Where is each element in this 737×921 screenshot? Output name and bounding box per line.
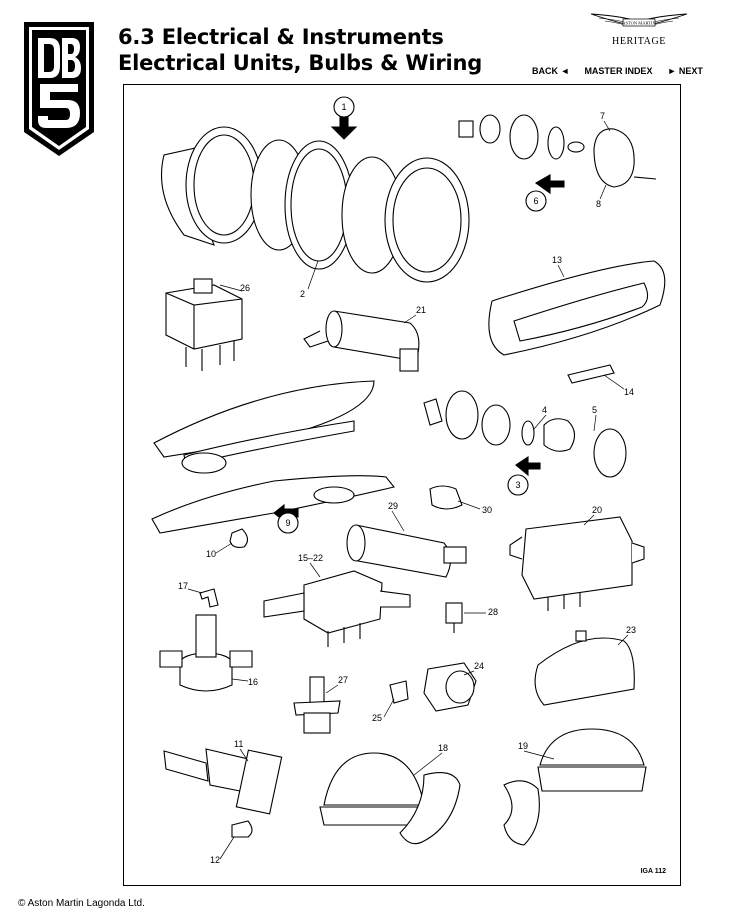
switch-24-illustration (423, 662, 477, 712)
part-label-17: 17 (178, 581, 188, 591)
next-link[interactable]: ► NEXT (667, 66, 703, 76)
headlamp-assembly-illustration (161, 112, 470, 283)
part-label-10: 10 (206, 549, 216, 559)
master-index-link[interactable]: MASTER INDEX (584, 66, 653, 76)
brand-logo-text: ASTON MARTIN (622, 21, 656, 26)
part-label-7: 7 (600, 111, 605, 121)
instrument-panel-illustration (151, 380, 395, 534)
part-label-12: 12 (210, 855, 220, 865)
callout-circles (277, 96, 547, 534)
indicator-lamp-illustration (423, 390, 627, 478)
part-label-21: 21 (416, 305, 426, 315)
back-link[interactable]: BACK ◄ (532, 66, 570, 76)
festoon-bulb-illustration (567, 364, 615, 384)
part-label-25: 25 (372, 713, 382, 723)
part-label-29: 29 (388, 501, 398, 511)
part-label-30: 30 (482, 505, 492, 515)
part-label-8: 8 (596, 199, 601, 209)
part-label-15-22: 15–22 (298, 553, 323, 563)
part-label-20: 20 (592, 505, 602, 515)
elbow-connector-illustration (199, 588, 219, 608)
sender-unit-illustration (293, 676, 341, 734)
wiper-switch-illustration (163, 748, 283, 815)
small-bulb-illustration (229, 528, 249, 548)
side-lamp-illustration (458, 114, 657, 195)
db5-badge-logo (22, 20, 96, 158)
part-label-28: 28 (488, 607, 498, 617)
connector-25-illustration (389, 680, 409, 704)
capacitor-illustration (303, 310, 420, 372)
rear-lamp-lens-illustration (488, 260, 666, 356)
control-box-illustration (509, 516, 645, 611)
ignition-coil-illustration (346, 524, 467, 578)
part-label-19: 19 (518, 741, 528, 751)
horn-18-illustration (319, 752, 461, 845)
part-label-24: 24 (474, 661, 484, 671)
part-label-1: 1 (341, 102, 346, 112)
brand-block: ASTON MARTIN HERITAGE (580, 10, 698, 47)
part-label-13: 13 (552, 255, 562, 265)
part-label-2: 2 (300, 289, 305, 299)
starter-solenoid-illustration (159, 614, 253, 692)
section-title: 6.3 Electrical & Instruments (118, 25, 444, 49)
copyright-notice: © Aston Martin Lagonda Ltd. (18, 898, 145, 909)
bulb-12-illustration (231, 820, 253, 838)
part-label-18: 18 (438, 743, 448, 753)
leader-lines (187, 120, 629, 860)
relay-box-illustration (165, 278, 243, 371)
part-label-4: 4 (542, 405, 547, 415)
horn-relay-cover-illustration (534, 630, 635, 706)
pressure-switch-illustration (445, 602, 463, 633)
part-label-11: 11 (234, 739, 243, 749)
nav-bar: BACK ◄ MASTER INDEX ► NEXT (532, 66, 703, 76)
flasher-relay-illustration (263, 570, 411, 647)
aston-martin-wings-logo: ASTON MARTIN (590, 13, 688, 27)
title-block: 6.3 Electrical & Instruments Electrical … (118, 24, 482, 76)
part-label-3: 3 (515, 480, 520, 490)
page-subtitle: Electrical Units, Bulbs & Wiring (118, 51, 483, 75)
parts-diagram: 1 2 3 4 5 6 7 8 9 10 11 12 13 14 15–22 1… (123, 84, 681, 886)
part-label-16: 16 (248, 677, 258, 687)
part-label-23: 23 (626, 625, 636, 635)
part-label-9: 9 (285, 518, 290, 528)
part-label-5: 5 (592, 405, 597, 415)
diagram-reference-code: IGA 112 (640, 868, 666, 875)
clamp-clip-illustration (429, 485, 463, 510)
part-number-labels: 1 2 3 4 5 6 7 8 9 10 11 12 13 14 15–22 1… (178, 102, 636, 865)
part-label-6: 6 (533, 196, 538, 206)
parts-diagram-drawing: 1 2 3 4 5 6 7 8 9 10 11 12 13 14 15–22 1… (151, 96, 666, 865)
part-label-14: 14 (624, 387, 634, 397)
heritage-label: HERITAGE (612, 36, 666, 47)
part-label-27: 27 (338, 675, 348, 685)
horn-19-illustration (503, 728, 647, 846)
part-label-26: 26 (240, 283, 250, 293)
